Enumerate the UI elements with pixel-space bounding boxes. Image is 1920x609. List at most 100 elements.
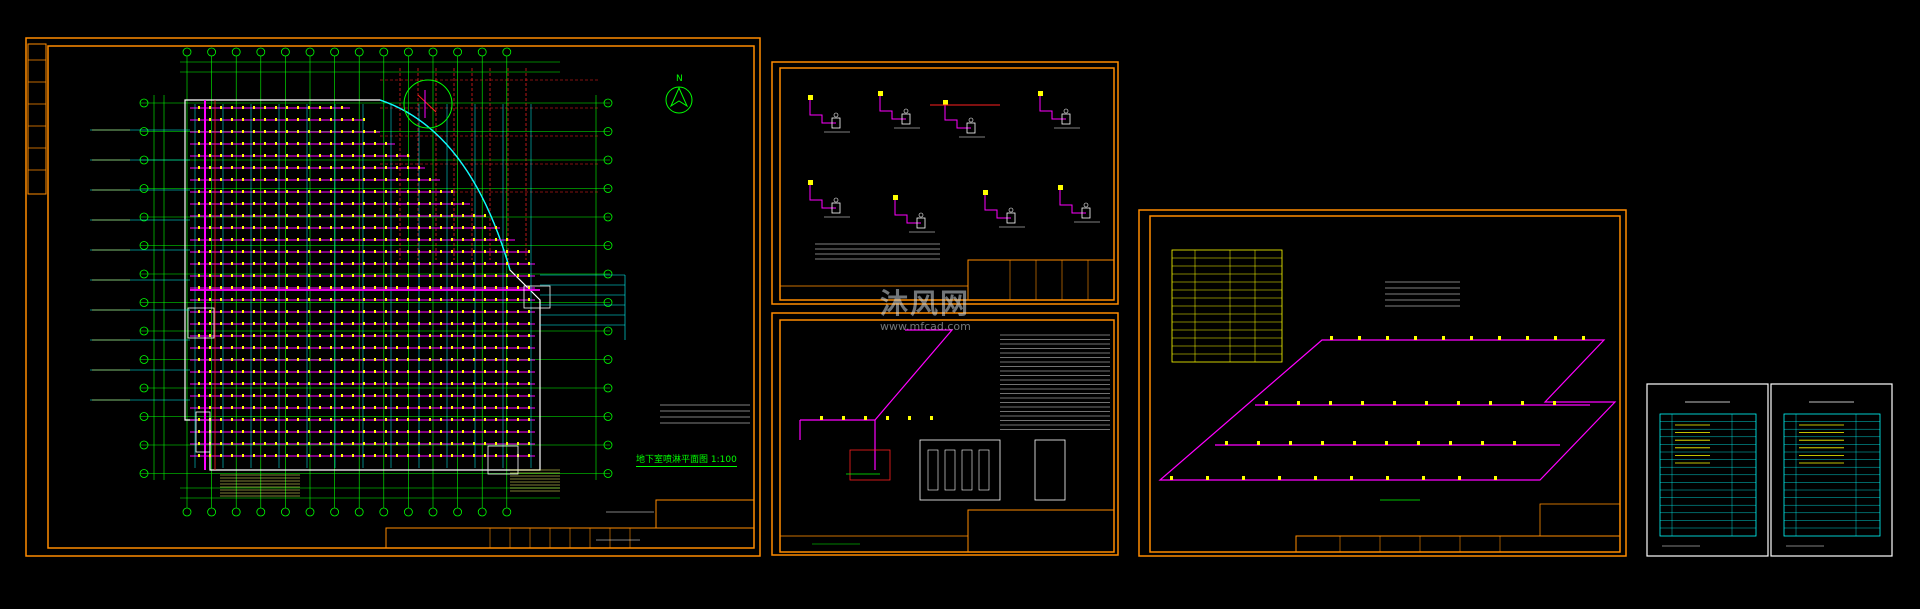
sprinkler-head bbox=[484, 454, 486, 457]
sprinkler-head bbox=[1393, 401, 1396, 405]
sprinkler-head bbox=[440, 226, 442, 229]
sprinkler-head bbox=[528, 370, 530, 373]
index-sheet-1-frame bbox=[1646, 383, 1769, 557]
sprinkler-head bbox=[330, 202, 332, 205]
sprinkler-head bbox=[308, 370, 310, 373]
sprinkler-head bbox=[253, 202, 255, 205]
sprinkler-head bbox=[451, 274, 453, 277]
sprinkler-head bbox=[330, 310, 332, 313]
sprinkler-head bbox=[1361, 401, 1364, 405]
curved-wall bbox=[379, 99, 511, 271]
sprinkler-head bbox=[275, 142, 277, 145]
sprinkler-head bbox=[264, 214, 266, 217]
sprinkler-head bbox=[275, 334, 277, 337]
sprinkler-head bbox=[231, 334, 233, 337]
sprinkler-head bbox=[495, 250, 497, 253]
sprinkler-head bbox=[198, 394, 200, 397]
grid-bubble bbox=[403, 47, 413, 57]
valve-symbol bbox=[1081, 207, 1091, 219]
sprinkler-head bbox=[495, 358, 497, 361]
sprinkler-head bbox=[506, 298, 508, 301]
sprinkler-head bbox=[462, 298, 464, 301]
sprinkler-head bbox=[374, 250, 376, 253]
valve-handle bbox=[833, 112, 839, 118]
sprinkler-head bbox=[983, 190, 988, 195]
sprinkler-head bbox=[308, 106, 310, 109]
sprinkler-head bbox=[198, 286, 200, 289]
sprinkler-head bbox=[429, 418, 431, 421]
sprinkler-head bbox=[352, 382, 354, 385]
detail-riser bbox=[984, 195, 1011, 219]
sprinkler-head bbox=[451, 262, 453, 265]
sprinkler-head bbox=[473, 394, 475, 397]
sprinkler-head bbox=[462, 202, 464, 205]
detail-riser bbox=[944, 105, 971, 129]
sprinkler-head bbox=[451, 190, 453, 193]
sprinkler-head bbox=[506, 382, 508, 385]
sprinkler-head bbox=[297, 202, 299, 205]
sprinkler-head bbox=[451, 382, 453, 385]
sprinkler-head bbox=[462, 442, 464, 445]
sprinkler-head bbox=[363, 346, 365, 349]
sprinkler-head bbox=[374, 370, 376, 373]
sprinkler-head bbox=[330, 334, 332, 337]
sprinkler-head bbox=[451, 334, 453, 337]
sprinkler-head bbox=[286, 190, 288, 193]
sprinkler-head bbox=[374, 382, 376, 385]
sprinkler-head bbox=[1353, 441, 1356, 445]
sprinkler-head bbox=[473, 322, 475, 325]
sprinkler-head bbox=[451, 442, 453, 445]
sprinkler-head bbox=[506, 346, 508, 349]
sprinkler-head bbox=[330, 430, 332, 433]
sprinkler-head bbox=[385, 406, 387, 409]
grid-bubble bbox=[139, 241, 149, 250]
sprinkler-head bbox=[396, 286, 398, 289]
sprinkler-head bbox=[220, 286, 222, 289]
sprinkler-head bbox=[319, 142, 321, 145]
sheet-4-outer-frame bbox=[1138, 209, 1627, 557]
sprinkler-head bbox=[385, 154, 387, 157]
sprinkler-head bbox=[275, 358, 277, 361]
sprinkler-head bbox=[319, 226, 321, 229]
sprinkler-head bbox=[1265, 401, 1268, 405]
sprinkler-head bbox=[1489, 401, 1492, 405]
sprinkler-head bbox=[297, 166, 299, 169]
sprinkler-head bbox=[396, 442, 398, 445]
sprinkler-head bbox=[407, 430, 409, 433]
sprinkler-head bbox=[198, 250, 200, 253]
sprinkler-head bbox=[231, 346, 233, 349]
sprinkler-head bbox=[275, 166, 277, 169]
sprinkler-head bbox=[231, 394, 233, 397]
sprinkler-head bbox=[308, 190, 310, 193]
sprinkler-head bbox=[484, 250, 486, 253]
sprinkler-head bbox=[286, 130, 288, 133]
plan-sheet bbox=[27, 43, 755, 549]
sprinkler-head bbox=[484, 334, 486, 337]
sprinkler-head bbox=[1458, 476, 1461, 480]
sprinkler-head bbox=[352, 118, 354, 121]
sprinkler-head bbox=[308, 394, 310, 397]
sprinkler-head bbox=[308, 358, 310, 361]
sprinkler-head bbox=[396, 310, 398, 313]
sprinkler-head bbox=[209, 334, 211, 337]
sprinkler-head bbox=[198, 454, 200, 457]
sprinkler-head bbox=[374, 226, 376, 229]
sprinkler-head bbox=[275, 154, 277, 157]
sprinkler-head bbox=[1513, 441, 1516, 445]
sprinkler-head bbox=[396, 418, 398, 421]
sprinkler-head bbox=[330, 130, 332, 133]
sprinkler-head bbox=[220, 370, 222, 373]
sprinkler-head bbox=[286, 214, 288, 217]
sprinkler-head bbox=[319, 274, 321, 277]
sprinkler-head bbox=[198, 382, 200, 385]
sprinkler-head bbox=[242, 286, 244, 289]
sprinkler-head bbox=[341, 130, 343, 133]
sprinkler-head bbox=[275, 310, 277, 313]
sprinkler-head bbox=[407, 334, 409, 337]
sprinkler-head bbox=[893, 195, 898, 200]
grid-bubble bbox=[280, 47, 290, 57]
sprinkler-head bbox=[253, 250, 255, 253]
sprinkler-head bbox=[209, 286, 211, 289]
